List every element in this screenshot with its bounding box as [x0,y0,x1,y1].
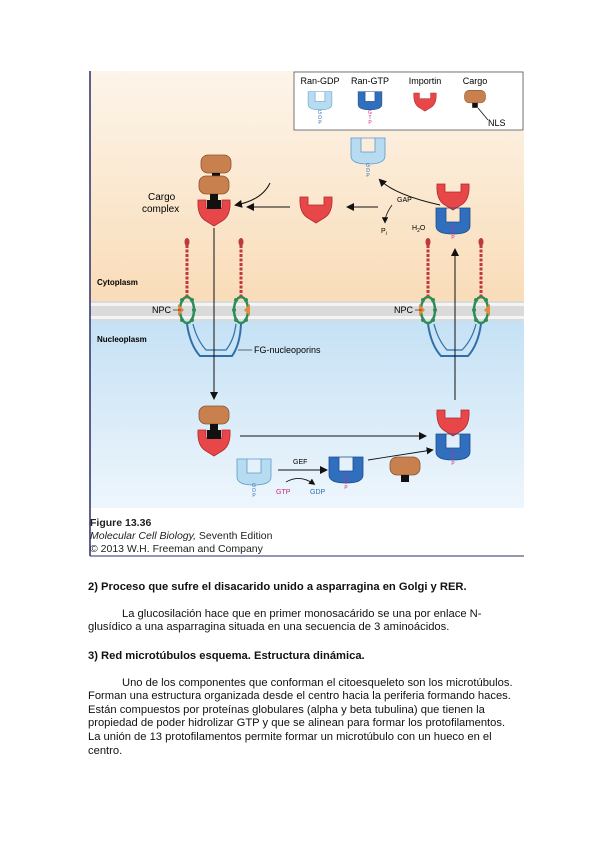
svg-text:G: G [368,110,372,116]
npc-left [176,238,252,357]
section-2: 2) Proceso que sufre el disacarido unido… [88,581,518,635]
legend-importin-label: Importin [409,76,442,86]
figure-source: Molecular Cell Biology, Seventh Edition [90,530,273,542]
svg-text:P: P [368,120,372,126]
svg-text:T: T [451,456,454,462]
section-2-body: La glucosilación hace que en primer mono… [88,607,482,634]
svg-text:G: G [318,110,322,116]
svg-text:T: T [344,480,347,486]
nuclear-import-figure: Ran-GDP Ran-GTP Importin Cargo G D P G T… [89,71,524,557]
legend-box: Ran-GDP Ran-GTP Importin Cargo G D P G T… [293,71,524,131]
fg-nucleoporins-label: FG-nucleoporins [254,345,321,355]
legend-cargo-label: Cargo [463,76,488,86]
section-3-heading: 3) Red microtúbulos esquema. Estructura … [88,650,365,662]
svg-text:P: P [451,235,455,241]
gdp-label: GDP [310,489,326,496]
svg-text:G: G [344,475,348,481]
section-3-body: Uno de los componentes que conforman el … [88,676,513,757]
section-2-heading: 2) Proceso que sufre el disacarido unido… [88,581,467,593]
h2o-label: H2O [412,225,426,234]
legend-ran-gdp-label: Ran-GDP [300,76,339,86]
svg-text:P: P [366,173,370,179]
cargo-complex-label-1: Cargo [148,192,176,203]
figure-copyright: © 2013 W.H. Freeman and Company [90,543,263,555]
nucleoplasm-region [90,321,524,508]
section-3: 3) Red microtúbulos esquema. Estructura … [88,650,518,758]
figure-caption: Figure 13.36 Molecular Cell Biology, Sev… [90,517,272,556]
svg-text:G: G [451,225,455,231]
npc-left-label: NPC [152,305,172,315]
legend-nls-label: NLS [488,118,506,128]
nucleoplasm-label: Nucleoplasm [97,335,147,344]
cargo-complex-label-2: complex [142,204,179,215]
svg-text:P: P [344,485,348,491]
svg-text:P: P [451,461,455,467]
npc-right-label: NPC [394,305,414,315]
svg-text:G: G [451,451,455,457]
svg-text:D: D [318,115,322,121]
svg-text:D: D [366,168,370,174]
cytoplasm-label: Cytoplasm [97,278,138,287]
svg-text:P: P [318,120,322,126]
legend-ran-gtp-label: Ran-GTP [351,76,389,86]
svg-text:T: T [451,230,454,236]
svg-text:G: G [252,483,256,489]
svg-text:G: G [366,163,370,169]
figure-number: Figure 13.36 [90,517,152,529]
svg-text:P: P [252,493,256,499]
svg-text:T: T [368,115,371,121]
pi-label: Pi [381,228,387,237]
gef-label: GEF [293,459,307,466]
gtp-label: GTP [276,489,291,496]
svg-text:D: D [252,488,256,494]
gap-label: GAP [397,197,412,204]
